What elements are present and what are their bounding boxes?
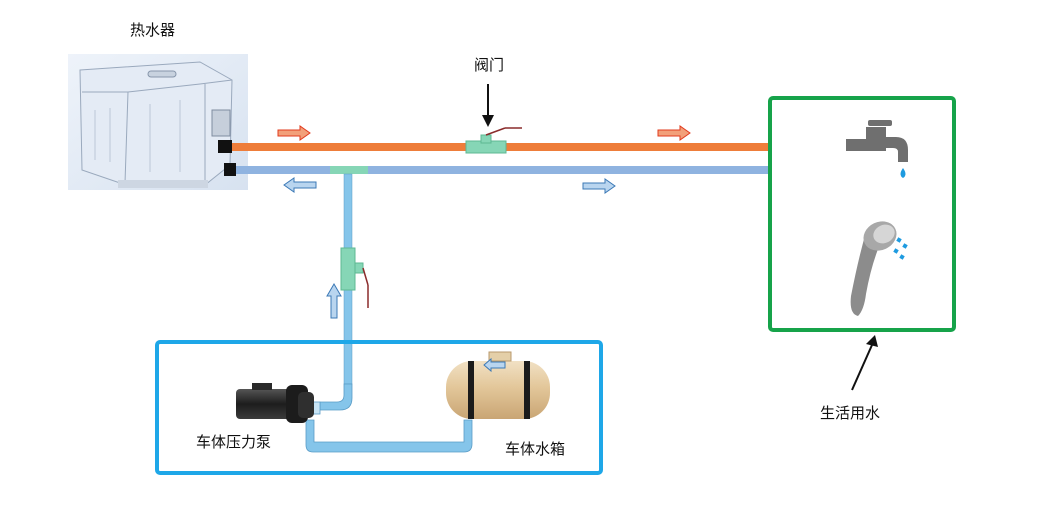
feed-pipe-elbow bbox=[319, 383, 353, 411]
flow-arrow-return-right bbox=[582, 178, 616, 194]
domestic-water-pointer-head bbox=[866, 335, 878, 347]
ball-valve-vertical-icon bbox=[340, 247, 369, 308]
return-water-pipe bbox=[236, 166, 772, 174]
flow-arrow-return-left bbox=[283, 177, 317, 193]
domestic-water-label: 生活用水 bbox=[820, 404, 881, 422]
cold-inlet-fitting bbox=[224, 163, 236, 176]
tank-to-pump-pipe bbox=[305, 419, 473, 453]
domestic-water-pointer bbox=[851, 344, 873, 391]
pump-icon bbox=[236, 383, 314, 423]
hot-outlet-fitting bbox=[218, 140, 232, 153]
flow-arrow-hot-2 bbox=[657, 125, 691, 141]
tank-label: 车体水箱 bbox=[505, 440, 566, 458]
ball-valve-icon bbox=[465, 127, 522, 154]
tee-fitting bbox=[330, 166, 368, 174]
valve-pointer-arrowhead bbox=[482, 115, 494, 127]
water-drop-icon bbox=[900, 168, 906, 178]
flow-arrow-up bbox=[326, 283, 342, 319]
flow-arrow-hot-1 bbox=[277, 125, 311, 141]
faucet-icon bbox=[846, 120, 908, 178]
valve-label: 阀门 bbox=[474, 56, 505, 74]
vehicle-system-box bbox=[155, 340, 603, 475]
water-tank-icon bbox=[446, 351, 550, 419]
domestic-water-box bbox=[768, 96, 956, 332]
water-heater-icon bbox=[68, 54, 248, 190]
shower-head-icon bbox=[850, 221, 908, 316]
pump-label: 车体压力泵 bbox=[196, 433, 272, 451]
heater-label: 热水器 bbox=[130, 21, 176, 39]
